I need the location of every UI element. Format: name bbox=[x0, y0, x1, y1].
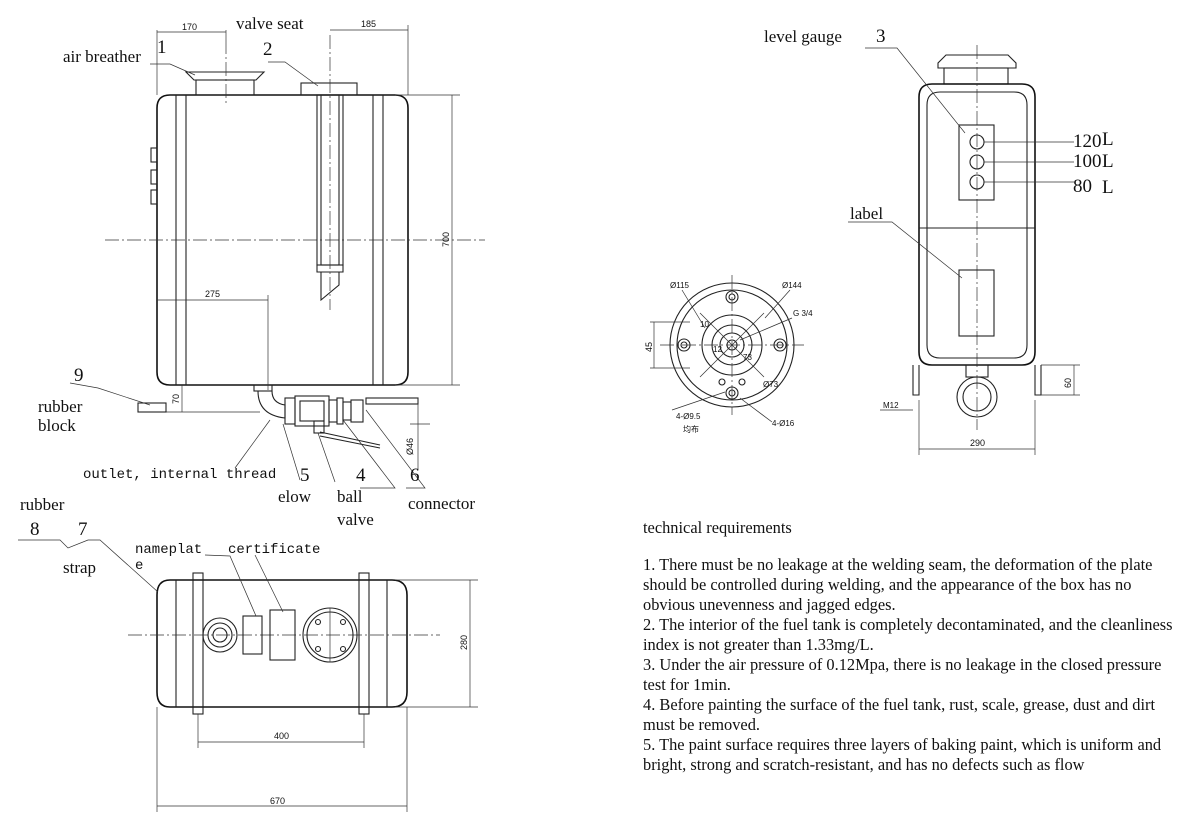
front-view bbox=[69, 25, 485, 489]
label-rubber-block-2: block bbox=[38, 416, 76, 435]
level-mark-80: 80 bbox=[1073, 176, 1092, 197]
nameplate-plate bbox=[242, 615, 263, 655]
label-level-gauge: level gauge bbox=[764, 27, 842, 46]
item-number-8: 8 bbox=[30, 519, 40, 540]
flange-g34: G 3/4 bbox=[793, 309, 813, 318]
level-unit-100: L bbox=[1102, 151, 1114, 172]
flange-hole16: 4-Ø16 bbox=[772, 419, 795, 428]
label-outlet: outlet, internal thread bbox=[83, 467, 276, 483]
level-mark-100: 100 bbox=[1073, 151, 1102, 172]
label-ball-valve-2: valve bbox=[337, 510, 374, 529]
dim-170: 170 bbox=[182, 22, 197, 32]
item-number-7: 7 bbox=[78, 519, 88, 540]
item-number-3: 3 bbox=[876, 26, 886, 47]
dim-60: 60 bbox=[1063, 378, 1073, 388]
flange-d73: Ø73 bbox=[763, 380, 779, 389]
label-rubber: rubber bbox=[20, 495, 65, 514]
dim-700: 700 bbox=[441, 232, 451, 247]
label-plate bbox=[958, 269, 995, 337]
level-gauge-plate bbox=[958, 124, 995, 201]
dim-70: 70 bbox=[171, 394, 181, 404]
label-ball-valve-1: ball bbox=[337, 487, 363, 506]
dim-280: 280 bbox=[459, 635, 469, 650]
label-valve-seat: valve seat bbox=[236, 14, 304, 33]
technical-item-3: 3. Under the air pressure of 0.12Mpa, th… bbox=[643, 655, 1162, 694]
dim-46: Ø46 bbox=[405, 438, 415, 455]
item-number-2: 2 bbox=[263, 39, 273, 60]
technical-item-5: 5. The paint surface requires three laye… bbox=[643, 735, 1162, 774]
technical-item-2: 2. The interior of the fuel tank is comp… bbox=[643, 615, 1173, 654]
level-unit-80: L bbox=[1102, 177, 1114, 198]
dim-400: 400 bbox=[274, 731, 289, 741]
flange-73: 73 bbox=[743, 353, 752, 362]
label-rubber-block-1: rubber bbox=[38, 397, 83, 416]
label-certificate: certificate bbox=[228, 542, 320, 558]
technical-title: technical requirements bbox=[643, 518, 792, 537]
flange-uniform: 均布 bbox=[683, 424, 699, 434]
flange-detail bbox=[650, 275, 804, 423]
label-label: label bbox=[850, 204, 883, 223]
label-elbow: elow bbox=[278, 487, 312, 506]
top-view bbox=[18, 539, 478, 812]
item-number-1: 1 bbox=[157, 37, 167, 58]
rubber-block bbox=[137, 402, 167, 413]
front-dimensions bbox=[150, 25, 460, 470]
dim-m12: M12 bbox=[883, 401, 899, 410]
certificate-plate bbox=[269, 609, 296, 661]
label-nameplate-2: e bbox=[135, 558, 143, 574]
flange-hole95: 4-Ø9.5 bbox=[676, 412, 701, 421]
flange-12: 12 bbox=[713, 345, 722, 354]
dim-185: 185 bbox=[361, 19, 376, 29]
item-number-5: 5 bbox=[300, 465, 310, 486]
side-tank-body bbox=[918, 83, 1036, 366]
side-view bbox=[848, 45, 1080, 455]
top-tank-body bbox=[156, 579, 408, 708]
item-number-9: 9 bbox=[74, 365, 84, 386]
item-number-6: 6 bbox=[410, 465, 420, 486]
technical-item-1: 1. There must be no leakage at the weldi… bbox=[643, 555, 1153, 614]
drawing-labels: air breather valve seat level gauge labe… bbox=[20, 14, 1114, 806]
flange-10: 10 bbox=[700, 320, 709, 329]
label-nameplate-1: nameplat bbox=[135, 542, 202, 558]
air-breather-cap bbox=[184, 40, 266, 105]
level-mark-120: 120 bbox=[1073, 131, 1102, 152]
outlet-assembly bbox=[253, 384, 419, 449]
front-leaders bbox=[69, 61, 426, 489]
technical-item-4: 4. Before painting the surface of the fu… bbox=[643, 695, 1156, 734]
item-number-4: 4 bbox=[356, 465, 366, 486]
label-connector: connector bbox=[408, 494, 475, 513]
technical-list: 1. There must be no leakage at the weldi… bbox=[643, 555, 1183, 775]
flange-d115: Ø115 bbox=[670, 281, 690, 290]
label-strap: strap bbox=[63, 558, 96, 577]
label-air-breather: air breather bbox=[63, 47, 141, 66]
dim-45: 45 bbox=[644, 342, 654, 352]
level-unit-120: L bbox=[1102, 129, 1114, 150]
valve-seat bbox=[300, 35, 358, 310]
dim-670: 670 bbox=[270, 796, 285, 806]
flange-d144: Ø144 bbox=[782, 281, 802, 290]
dim-290: 290 bbox=[970, 438, 985, 448]
dim-275: 275 bbox=[205, 289, 220, 299]
technical-requirements: technical requirements 1. There must be … bbox=[643, 518, 1183, 775]
